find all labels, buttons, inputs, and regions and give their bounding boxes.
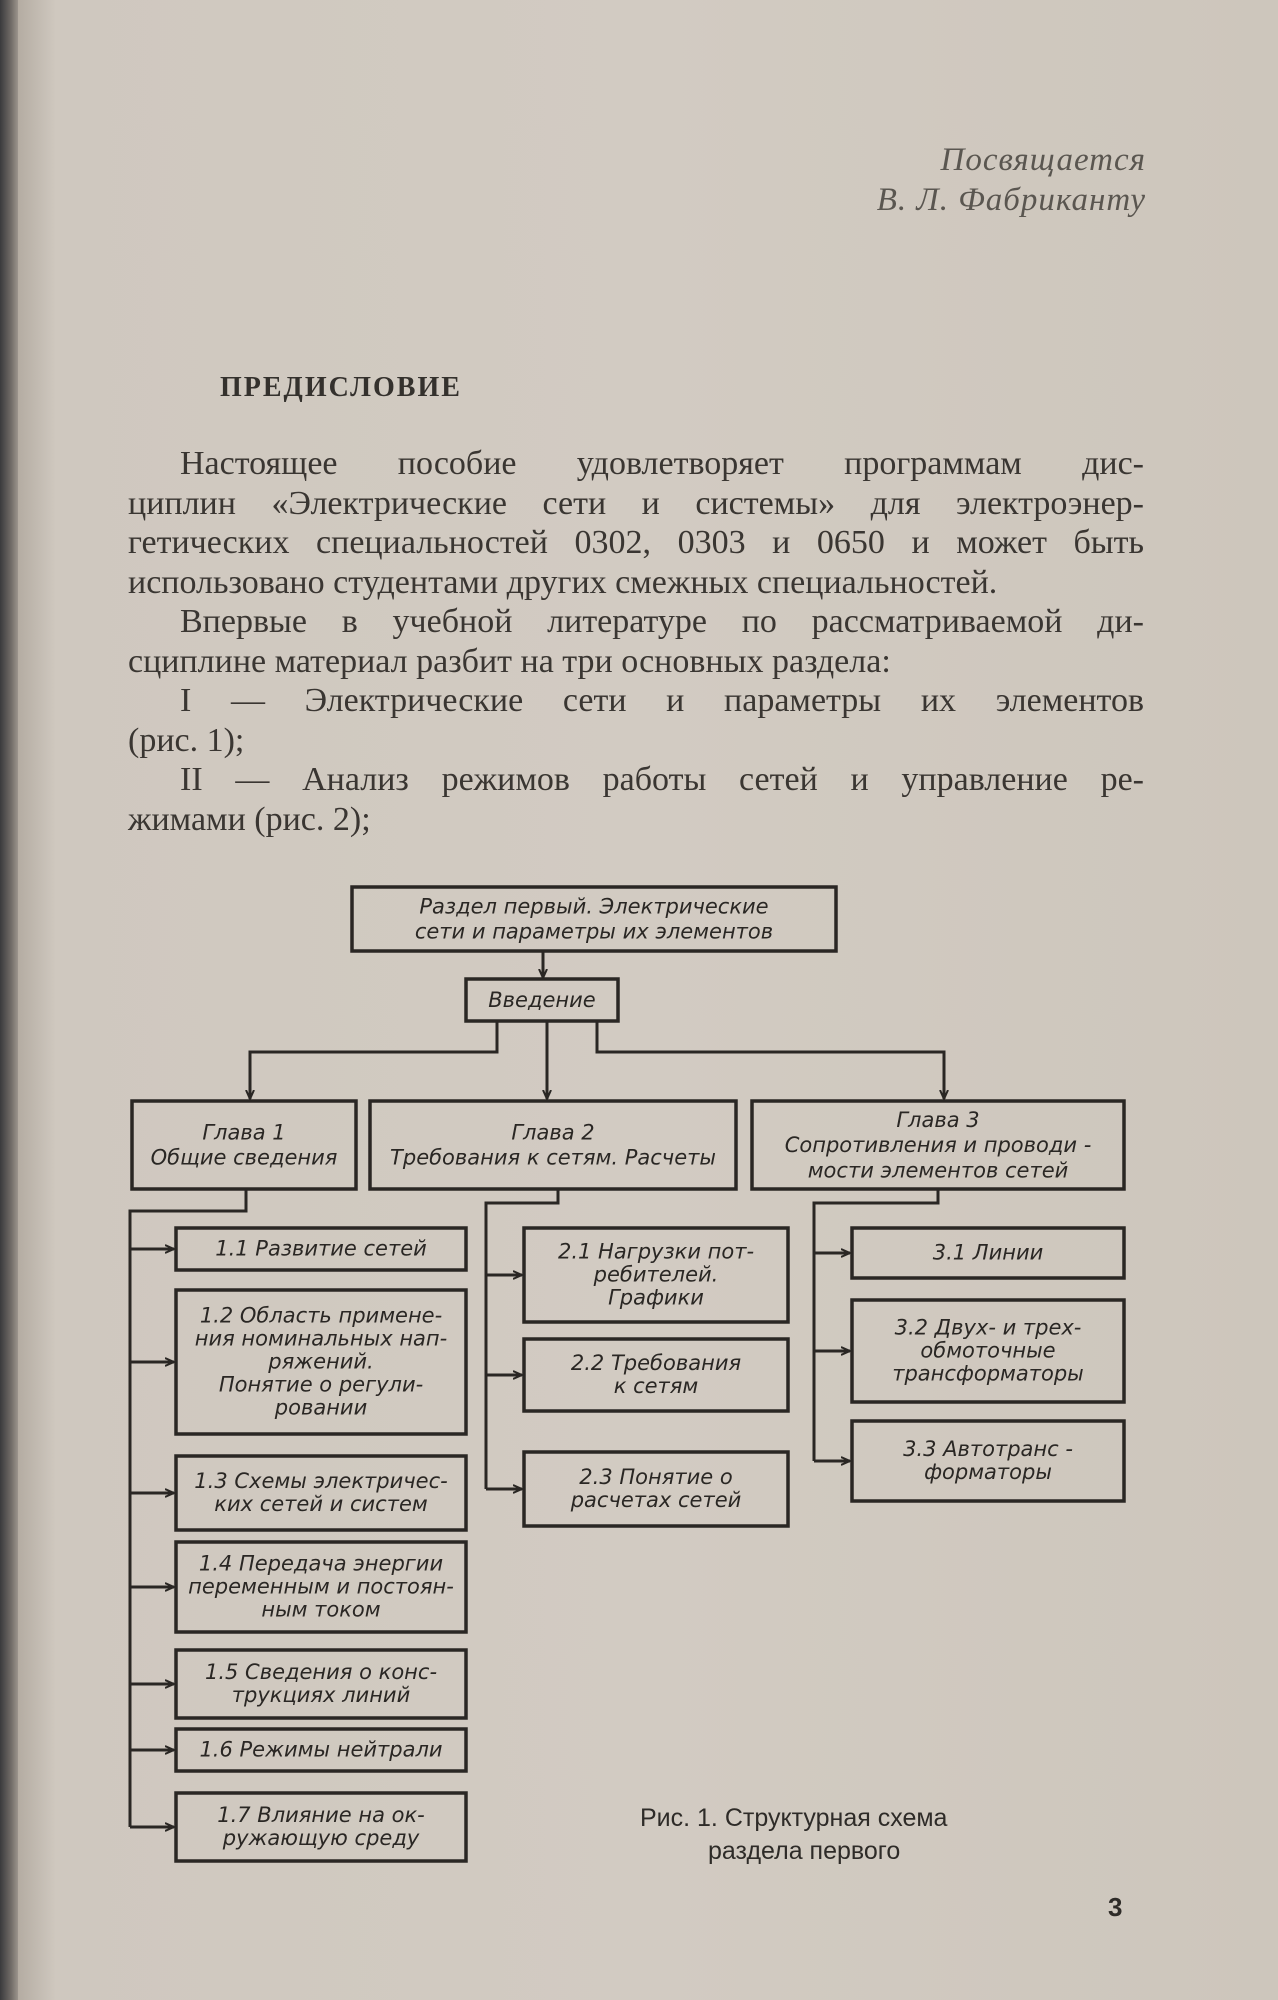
chapter-2-box-label: Требования к сетям. Расчеты <box>390 1146 716 1170</box>
preface-text: Настоящее пособие удовлетворяет программ… <box>128 444 1144 839</box>
col1-item-2: 1.2 Область примене-ния номинальных нап-… <box>174 1288 468 1436</box>
intro-stem-right <box>595 1021 944 1099</box>
text-line: сциплине материал разбит на три основных… <box>128 642 891 680</box>
col1-item-7-label: 1.7 Влияние на ок- <box>217 1803 425 1827</box>
col1-item-2-label: ния номинальных нап- <box>195 1326 447 1350</box>
col3-item-2-label: 3.2 Двух- и трех- <box>895 1315 1082 1339</box>
dedication-line-1: Посвящается <box>940 142 1146 178</box>
section-heading: ПРЕДИСЛОВИЕ <box>220 372 462 403</box>
text-line: (рис. 1); <box>128 721 245 759</box>
col1-item-6: 1.6 Режимы нейтрали <box>174 1727 468 1773</box>
col1-item-2-label: ряжений. <box>267 1349 374 1373</box>
text-line: Впервые в учебной литературе по рассматр… <box>180 603 1144 640</box>
col2-item-1-label: 2.1 Нагрузки пот- <box>558 1239 754 1263</box>
col1-item-2-label: 1.2 Область примене- <box>200 1303 442 1327</box>
diagram-intro-box: Введение <box>464 977 620 1023</box>
col2-item-2-label: 2.2 Требования <box>571 1351 741 1375</box>
chapter2-spine <box>484 1189 560 1489</box>
chapter-3-box-label: мости элементов сетей <box>808 1158 1069 1182</box>
col1-item-6-label: 1.6 Режимы нейтрали <box>199 1737 442 1761</box>
chapter1-spine <box>128 1189 248 1827</box>
col3-item-3-label: 3.3 Автотранс - <box>903 1437 1073 1461</box>
col2-item-1-label: Графики <box>608 1286 704 1310</box>
chapter-1-box-label: Глава 1 <box>202 1120 285 1144</box>
intro-stem-left <box>250 1021 499 1099</box>
text-line: гетических специальностей 0302, 0303 и 0… <box>128 524 1144 561</box>
col1-item-3-label: 1.3 Схемы электричес- <box>194 1469 447 1493</box>
col1-item-1: 1.1 Развитие сетей <box>174 1226 468 1272</box>
text-line: Настоящее пособие удовлетворяет программ… <box>180 445 1144 482</box>
col1-item-5-label: 1.5 Сведения о конс- <box>205 1660 437 1684</box>
col2-item-2-label: к сетям <box>614 1374 699 1398</box>
col1-item-2-label: ровании <box>274 1396 367 1420</box>
diagram-root-box-label: Раздел первый. Электрические <box>419 894 768 918</box>
col1-item-7: 1.7 Влияние на ок-ружающую среду <box>174 1791 468 1863</box>
col3-item-2-label: обмоточные <box>920 1338 1055 1362</box>
col1-item-3-label: ких сетей и систем <box>214 1492 428 1516</box>
col1-item-4-label: 1.4 Передача энергии <box>199 1551 443 1575</box>
col2-item-3-label: 2.3 Понятие о <box>579 1465 732 1489</box>
text-line: жимами (рис. 2); <box>128 800 371 838</box>
col3-item-1: 3.1 Линии <box>850 1226 1126 1280</box>
col3-item-3: 3.3 Автотранс -форматоры <box>850 1419 1126 1503</box>
col2-item-1: 2.1 Нагрузки пот-ребителей.Графики <box>522 1226 790 1324</box>
col2-item-3-label: расчетах сетей <box>570 1488 742 1512</box>
col1-item-3: 1.3 Схемы электричес-ких сетей и систем <box>174 1454 468 1532</box>
text-line: I — Электрические сети и параметры их эл… <box>180 682 1144 719</box>
col1-item-4-label: ным током <box>261 1598 380 1622</box>
dedication: Посвящается В. Л. Фабриканту <box>877 140 1146 220</box>
chapter3-spine <box>812 1189 940 1461</box>
col2-item-1-label: ребителей. <box>593 1262 719 1286</box>
col1-item-7-label: ружающую среду <box>222 1826 420 1850</box>
caption-line-1: Рис. 1. Структурная схема <box>640 1804 948 1832</box>
col1-item-4-label: переменным и постоян- <box>188 1574 454 1598</box>
text-line: использовано студентами других смежных с… <box>128 563 998 601</box>
col1-item-5-label: трукциях линий <box>232 1683 410 1707</box>
col1-item-5: 1.5 Сведения о конс-трукциях линий <box>174 1648 468 1720</box>
book-spine <box>0 0 18 2000</box>
col1-item-1-label: 1.1 Развитие сетей <box>215 1236 427 1260</box>
chapter-2-box-label: Глава 2 <box>511 1120 594 1144</box>
chapter-3-box-label: Глава 3 <box>896 1108 979 1132</box>
chapter-3-box-label: Сопротивления и проводи - <box>785 1133 1092 1157</box>
diagram-root-box-label: сети и параметры их элементов <box>415 920 773 944</box>
chapter-1-box-label: Общие сведения <box>151 1146 338 1170</box>
figure-caption: Рис. 1. Структурная схема раздела первог… <box>640 1802 1040 1868</box>
text-line: II — Анализ режимов работы сетей и управ… <box>180 761 1144 798</box>
text-line: циплин «Электрические сети и системы» дл… <box>128 484 1144 522</box>
col3-item-2: 3.2 Двух- и трех-обмоточныетрансформатор… <box>850 1298 1126 1404</box>
col3-item-1-label: 3.1 Линии <box>933 1240 1044 1264</box>
page-number: 3 <box>1108 1892 1123 1922</box>
diagram-intro-box-label: Введение <box>488 988 595 1012</box>
col3-item-3-label: форматоры <box>924 1460 1052 1484</box>
col3-item-2-label: трансформаторы <box>892 1362 1084 1386</box>
caption-line-2: раздела первого <box>708 1837 901 1865</box>
col1-item-2-label: Понятие о регули- <box>219 1373 423 1397</box>
dedication-line-2: В. Л. Фабриканту <box>876 182 1146 218</box>
book-page <box>18 0 1278 2000</box>
